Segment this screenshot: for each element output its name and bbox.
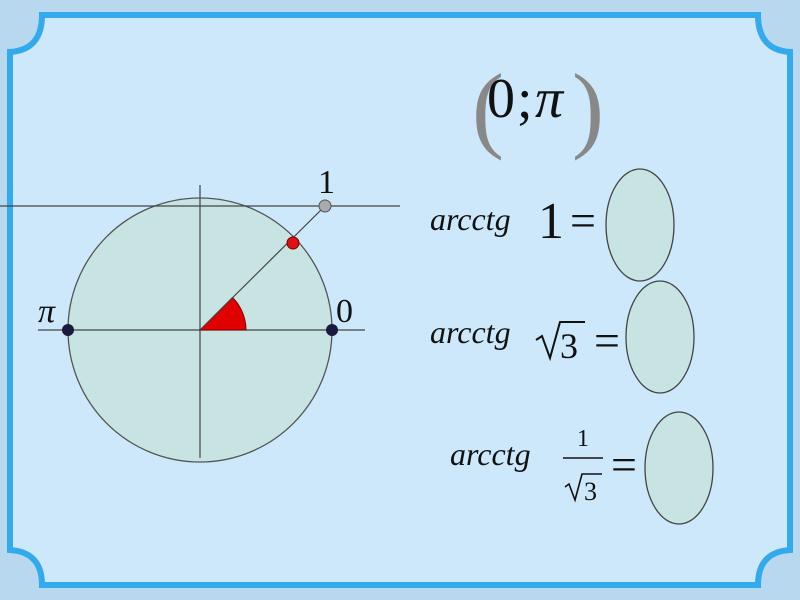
pi-label: π <box>38 293 56 330</box>
interval-separator: ; <box>517 68 533 130</box>
angle-ray <box>199 205 326 331</box>
eq1-func: arcctg <box>430 201 511 237</box>
interval-expression: ( 0 ; π ) <box>472 54 604 161</box>
eq2-radicand: 3 <box>560 326 578 366</box>
eq3-answer-ellipse <box>644 411 714 525</box>
equation-arcctg-sqrt3: arcctg 3 = <box>430 280 695 394</box>
point-on-circle <box>286 236 300 250</box>
one-label: 1 <box>318 164 335 201</box>
eq3-equals: = <box>611 439 637 490</box>
equation-arcctg-inv-sqrt3: arcctg 1 3 = <box>450 411 714 525</box>
point-zero <box>326 324 338 336</box>
unit-circle-diagram: π 0 1 <box>0 164 400 463</box>
zero-label: 0 <box>336 293 353 330</box>
point-on-cot-line <box>318 199 332 213</box>
eq2-equals: = <box>594 315 620 366</box>
eq1-equals: = <box>570 195 596 246</box>
eq2-radical-sign <box>535 321 585 362</box>
interval-pi: π <box>535 68 565 130</box>
point-pi <box>62 324 74 336</box>
eq3-radical-sign <box>564 473 602 503</box>
eq3-denominator-radicand: 3 <box>584 477 597 506</box>
eq2-answer-ellipse <box>625 280 695 394</box>
eq3-func: arcctg <box>450 436 531 472</box>
interval-right-bracket: ) <box>572 54 604 161</box>
interval-left-bracket: ( <box>472 54 504 161</box>
equation-arcctg-1: arcctg 1 = <box>430 168 675 282</box>
interval-zero: 0 <box>487 68 515 130</box>
eq1-arg: 1 <box>538 193 564 250</box>
eq1-answer-ellipse <box>605 168 675 282</box>
eq3-numerator: 1 <box>577 426 589 452</box>
eq2-func: arcctg <box>430 314 511 350</box>
